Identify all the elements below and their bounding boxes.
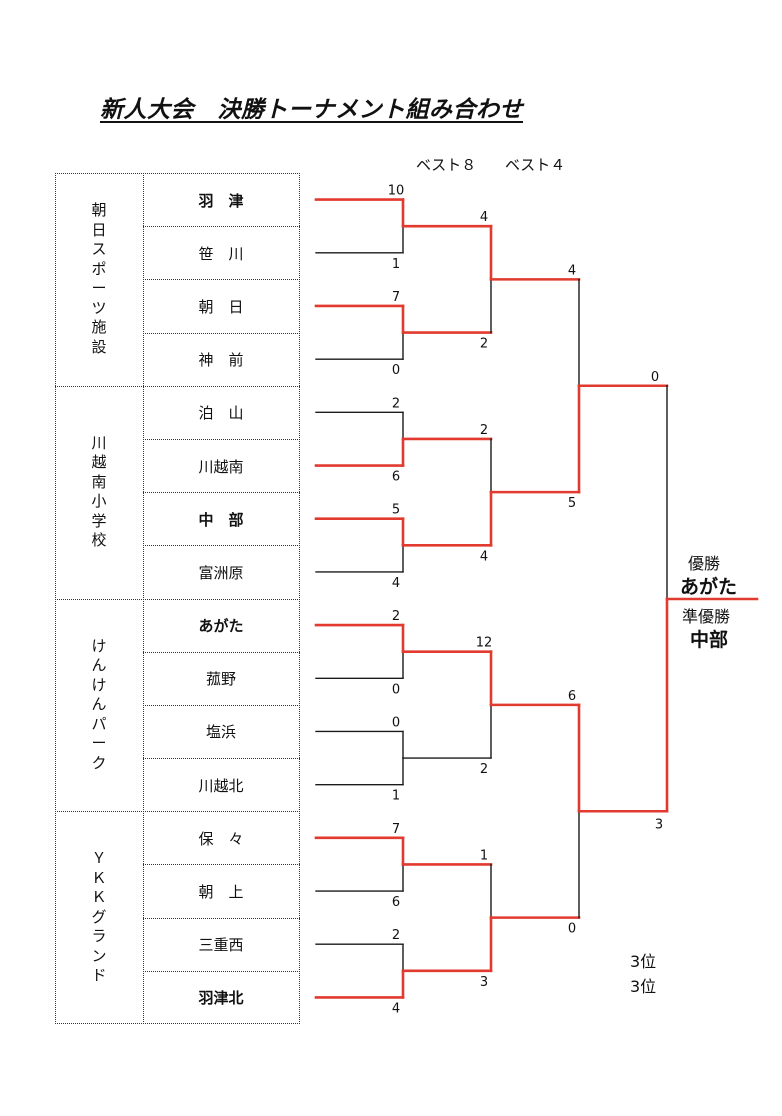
row-divider	[143, 332, 300, 334]
final-score: 0	[651, 370, 659, 385]
team-name: 羽津北	[198, 989, 244, 1008]
round1-score: 1	[392, 789, 400, 804]
quarterfinal-score: 4	[480, 210, 488, 225]
row-divider	[143, 758, 300, 760]
round1-score: 0	[392, 363, 400, 378]
round1-score: 4	[392, 1001, 400, 1016]
venue-label: ＹＫＫグランド	[91, 849, 107, 985]
quarterfinal-score: 2	[480, 337, 488, 352]
row-divider	[143, 864, 300, 866]
team-name: 笹 川	[198, 244, 244, 263]
team-name: 神 前	[198, 351, 244, 370]
team-name: 羽 津	[198, 191, 244, 210]
team-name: 塩浜	[205, 723, 236, 742]
semifinal-score: 0	[568, 922, 576, 937]
row-divider	[143, 970, 300, 972]
team-name: 菰野	[205, 670, 236, 689]
round1-score: 10	[388, 184, 405, 199]
round1-score: 5	[392, 503, 400, 518]
round1-score: 6	[392, 895, 400, 910]
round1-score: 0	[392, 715, 400, 730]
team-name: 朝 日	[198, 297, 244, 316]
champion-label: 優勝	[688, 554, 721, 573]
team-name: 保 々	[198, 829, 244, 848]
venue-divider	[55, 598, 300, 600]
team-name: 川越南	[198, 457, 244, 476]
round1-score: 2	[392, 928, 400, 943]
venue-divider	[55, 385, 300, 387]
semifinal-score: 4	[568, 263, 576, 278]
round1-score: 7	[392, 822, 400, 837]
round1-score: 2	[392, 609, 400, 624]
row-divider	[143, 545, 300, 547]
venue-divider	[55, 811, 300, 813]
third-place-label-2: 3位	[630, 977, 657, 996]
row-divider	[143, 279, 300, 281]
round1-score: 2	[392, 396, 400, 411]
row-divider	[143, 438, 300, 440]
team-name: 三重西	[198, 936, 244, 955]
row-divider	[143, 651, 300, 653]
round-header-best8: ベスト８	[416, 156, 477, 174]
venue-label: 川越南小学校	[91, 433, 107, 550]
venue-label: 朝日スポーツ施設	[91, 201, 107, 356]
team-name: 富洲原	[198, 563, 244, 582]
round1-score: 6	[392, 470, 400, 485]
final-score: 3	[655, 817, 663, 832]
team-name: あがた	[198, 617, 244, 636]
team-name: 中 部	[198, 510, 244, 529]
round1-score: 7	[392, 290, 400, 305]
runner-up-label: 準優勝	[682, 607, 731, 626]
venue-label: けんけんパーク	[91, 636, 107, 772]
quarterfinal-score: 2	[480, 423, 488, 438]
row-divider	[143, 917, 300, 919]
quarterfinal-score: 2	[480, 762, 488, 777]
third-place-label-1: 3位	[630, 952, 657, 971]
page-title: 新人大会 決勝トーナメント組み合わせ	[100, 97, 523, 123]
team-name: 朝 上	[198, 883, 244, 902]
team-name: 川越北	[198, 776, 244, 795]
semifinal-score: 6	[568, 689, 576, 704]
quarterfinal-score: 1	[480, 848, 488, 863]
row-divider	[143, 704, 300, 706]
runner-up-team: 中部	[690, 629, 729, 651]
quarterfinal-score: 3	[480, 975, 488, 990]
semifinal-score: 5	[568, 496, 576, 511]
champion-team: あがた	[680, 576, 738, 598]
quarterfinal-score: 12	[476, 636, 493, 651]
round1-score: 4	[392, 576, 400, 591]
row-divider	[143, 226, 300, 228]
quarterfinal-score: 4	[480, 549, 488, 564]
round1-score: 1	[392, 257, 400, 272]
team-name: 泊 山	[198, 404, 244, 423]
round-header-best4: ベスト４	[505, 156, 566, 174]
round1-score: 0	[392, 682, 400, 697]
row-divider	[143, 492, 300, 494]
